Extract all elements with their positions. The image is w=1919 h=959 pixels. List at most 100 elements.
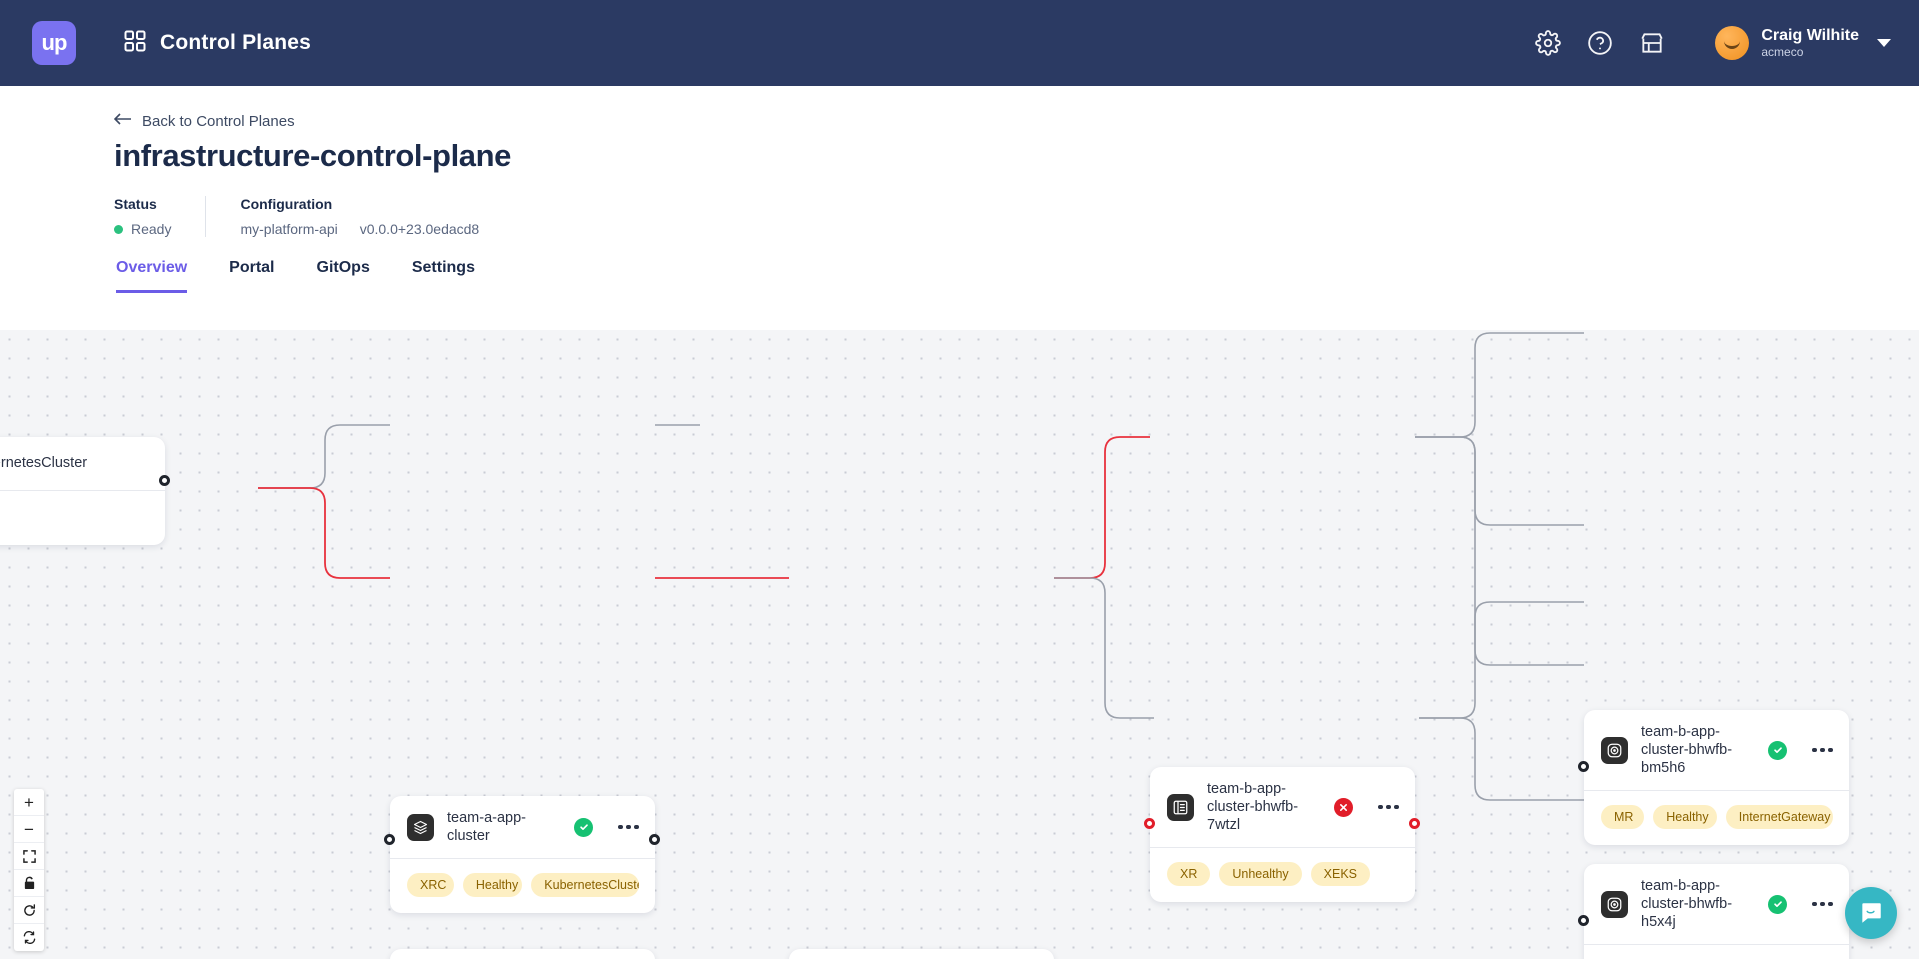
user-name: Craig Wilhite bbox=[1761, 26, 1859, 44]
node-handle-left[interactable] bbox=[1578, 761, 1589, 772]
node-menu-button[interactable] bbox=[1812, 747, 1833, 753]
node-header: team-a-app-cluster bbox=[390, 796, 655, 858]
back-link-label: Back to Control Planes bbox=[142, 112, 295, 130]
support-chat-button[interactable] bbox=[1845, 887, 1897, 939]
configuration-version: v0.0.0+23.0edacd8 bbox=[359, 221, 480, 237]
node-header: KubernetesCluster bbox=[0, 437, 165, 490]
node-title: team-b-app-cluster-bhwfb-7wtzl bbox=[1207, 781, 1299, 834]
node-handle-left[interactable] bbox=[1578, 915, 1589, 926]
node-title: KubernetesCluster bbox=[0, 455, 88, 472]
marketplace-icon[interactable] bbox=[1639, 30, 1665, 56]
node-tag: Healthy bbox=[1653, 805, 1717, 830]
node-tag: Unhealthy bbox=[1219, 862, 1302, 887]
page-title: infrastructure-control-plane bbox=[114, 138, 512, 173]
node-header: team-b-app-cluster-bhwfb-h5x4j bbox=[1584, 864, 1849, 944]
avatar bbox=[1715, 26, 1750, 60]
node-handle-right[interactable] bbox=[1409, 818, 1420, 829]
graph-node[interactable]: KubernetesClusterAPI bbox=[0, 437, 165, 545]
canvas-controls: +− bbox=[14, 789, 44, 951]
graph-node[interactable]: team-b-app-clusterXRCUnhealthyKubernetes… bbox=[390, 949, 655, 959]
node-tags: API bbox=[0, 491, 165, 545]
refresh-control[interactable] bbox=[14, 897, 44, 924]
node-tag: XRC bbox=[407, 873, 454, 898]
tab-settings[interactable]: Settings bbox=[411, 259, 475, 276]
node-divider bbox=[1584, 944, 1849, 946]
zoom-in-control-glyph: + bbox=[24, 792, 34, 812]
nav-actions: Craig Wilhite acmeco bbox=[1535, 26, 1891, 60]
node-menu-button[interactable] bbox=[1812, 901, 1833, 907]
logo-text: up bbox=[41, 30, 68, 55]
node-tag: MR bbox=[1601, 805, 1645, 830]
grid-icon bbox=[124, 30, 146, 57]
node-menu-button[interactable] bbox=[618, 824, 639, 830]
layers-icon bbox=[407, 813, 434, 841]
node-header: team-b-app-cluster-bhwfb bbox=[789, 949, 1054, 959]
nav-title-group[interactable]: Control Planes bbox=[124, 30, 311, 57]
node-status-healthy-icon bbox=[1768, 894, 1788, 914]
page-header: Back to Control Planes infrastructure-co… bbox=[0, 86, 1919, 293]
chevron-down-icon[interactable] bbox=[1877, 39, 1891, 47]
upbound-logo[interactable]: up bbox=[32, 21, 76, 65]
fit-view-control[interactable] bbox=[14, 843, 44, 870]
configuration-value: my-platform-api v0.0.0+23.0edacd8 bbox=[240, 221, 479, 237]
node-tag: XEKS bbox=[1310, 862, 1371, 887]
back-to-control-planes-link[interactable]: Back to Control Planes bbox=[113, 112, 295, 130]
page-context-title: Control Planes bbox=[160, 31, 311, 54]
graph-node[interactable]: team-b-app-cluster-bhwfbXRUnhealthyXKube… bbox=[789, 949, 1054, 959]
page-meta: Status Ready Configuration my-platform-a… bbox=[114, 196, 1919, 237]
node-divider bbox=[1584, 790, 1849, 792]
tab-gitops[interactable]: GitOps bbox=[316, 259, 370, 276]
resource-graph-canvas[interactable]: KubernetesClusterAPIteam-a-app-clusterXR… bbox=[0, 330, 1919, 959]
tab-bar: Overview Portal GitOps Settings bbox=[114, 259, 1919, 293]
node-handle-left[interactable] bbox=[1144, 818, 1155, 829]
node-handle-right[interactable] bbox=[159, 475, 170, 486]
status-block: Status Ready bbox=[114, 196, 205, 237]
node-tag: InternetGateway bbox=[1725, 805, 1834, 830]
node-title: team-b-app-cluster-bhwfb-h5x4j bbox=[1641, 878, 1733, 931]
graph-node[interactable]: team-b-app-cluster-bhwfb-h5x4jMRHealthyM… bbox=[1584, 864, 1849, 959]
node-divider bbox=[1150, 847, 1415, 849]
node-handle-right[interactable] bbox=[649, 834, 660, 845]
node-tags: MRHealthyMainRouteTableAssociation bbox=[1584, 945, 1849, 959]
zoom-out-control[interactable]: − bbox=[14, 816, 44, 843]
node-header: team-b-app-cluster bbox=[390, 949, 655, 959]
tab-portal[interactable]: Portal bbox=[229, 259, 275, 276]
node-tag: XR bbox=[1167, 862, 1211, 887]
tab-overview[interactable]: Overview bbox=[116, 259, 188, 293]
node-menu-button[interactable] bbox=[1378, 804, 1399, 810]
node-title: team-a-app-cluster bbox=[447, 810, 526, 845]
arrow-left-icon bbox=[113, 112, 132, 130]
configuration-block: Configuration my-platform-api v0.0.0+23.… bbox=[205, 196, 513, 237]
lock-control[interactable] bbox=[14, 870, 44, 897]
node-tags: XR Unhealthy XEKS bbox=[1150, 848, 1415, 902]
node-tag: KubernetesCluster bbox=[531, 873, 639, 898]
top-navigation-bar: up Control Planes bbox=[0, 0, 1919, 86]
node-status-healthy-icon bbox=[574, 817, 594, 837]
status-dot-icon bbox=[114, 224, 123, 234]
configuration-name: my-platform-api bbox=[240, 221, 338, 237]
node-tags: XRC Healthy KubernetesCluster bbox=[390, 859, 655, 913]
sync-control[interactable] bbox=[14, 924, 44, 951]
node-tag: Healthy bbox=[462, 873, 523, 898]
node-header: team-b-app-cluster-bhwfb-7wtzl bbox=[1150, 767, 1415, 847]
node-divider bbox=[0, 490, 165, 491]
managed-resource-icon bbox=[1601, 736, 1628, 764]
gear-icon[interactable] bbox=[1535, 30, 1562, 56]
node-tags: MR Healthy InternetGateway bbox=[1584, 791, 1849, 845]
zoom-in-control[interactable]: + bbox=[14, 789, 44, 816]
graph-edges bbox=[258, 332, 1584, 801]
user-org: acmeco bbox=[1761, 45, 1804, 59]
help-icon[interactable] bbox=[1587, 30, 1613, 56]
node-handle-left[interactable] bbox=[384, 834, 395, 845]
user-menu[interactable]: Craig Wilhite acmeco bbox=[1715, 26, 1891, 60]
node-status-unhealthy-icon bbox=[1334, 797, 1354, 817]
composite-icon bbox=[1167, 793, 1194, 821]
node-status-healthy-icon bbox=[1768, 740, 1788, 760]
node-header: team-b-app-cluster-bhwfb-bm5h6 bbox=[1584, 710, 1849, 790]
zoom-out-control-glyph: − bbox=[24, 819, 34, 839]
managed-resource-icon bbox=[1601, 890, 1628, 918]
status-label: Status bbox=[114, 196, 157, 212]
